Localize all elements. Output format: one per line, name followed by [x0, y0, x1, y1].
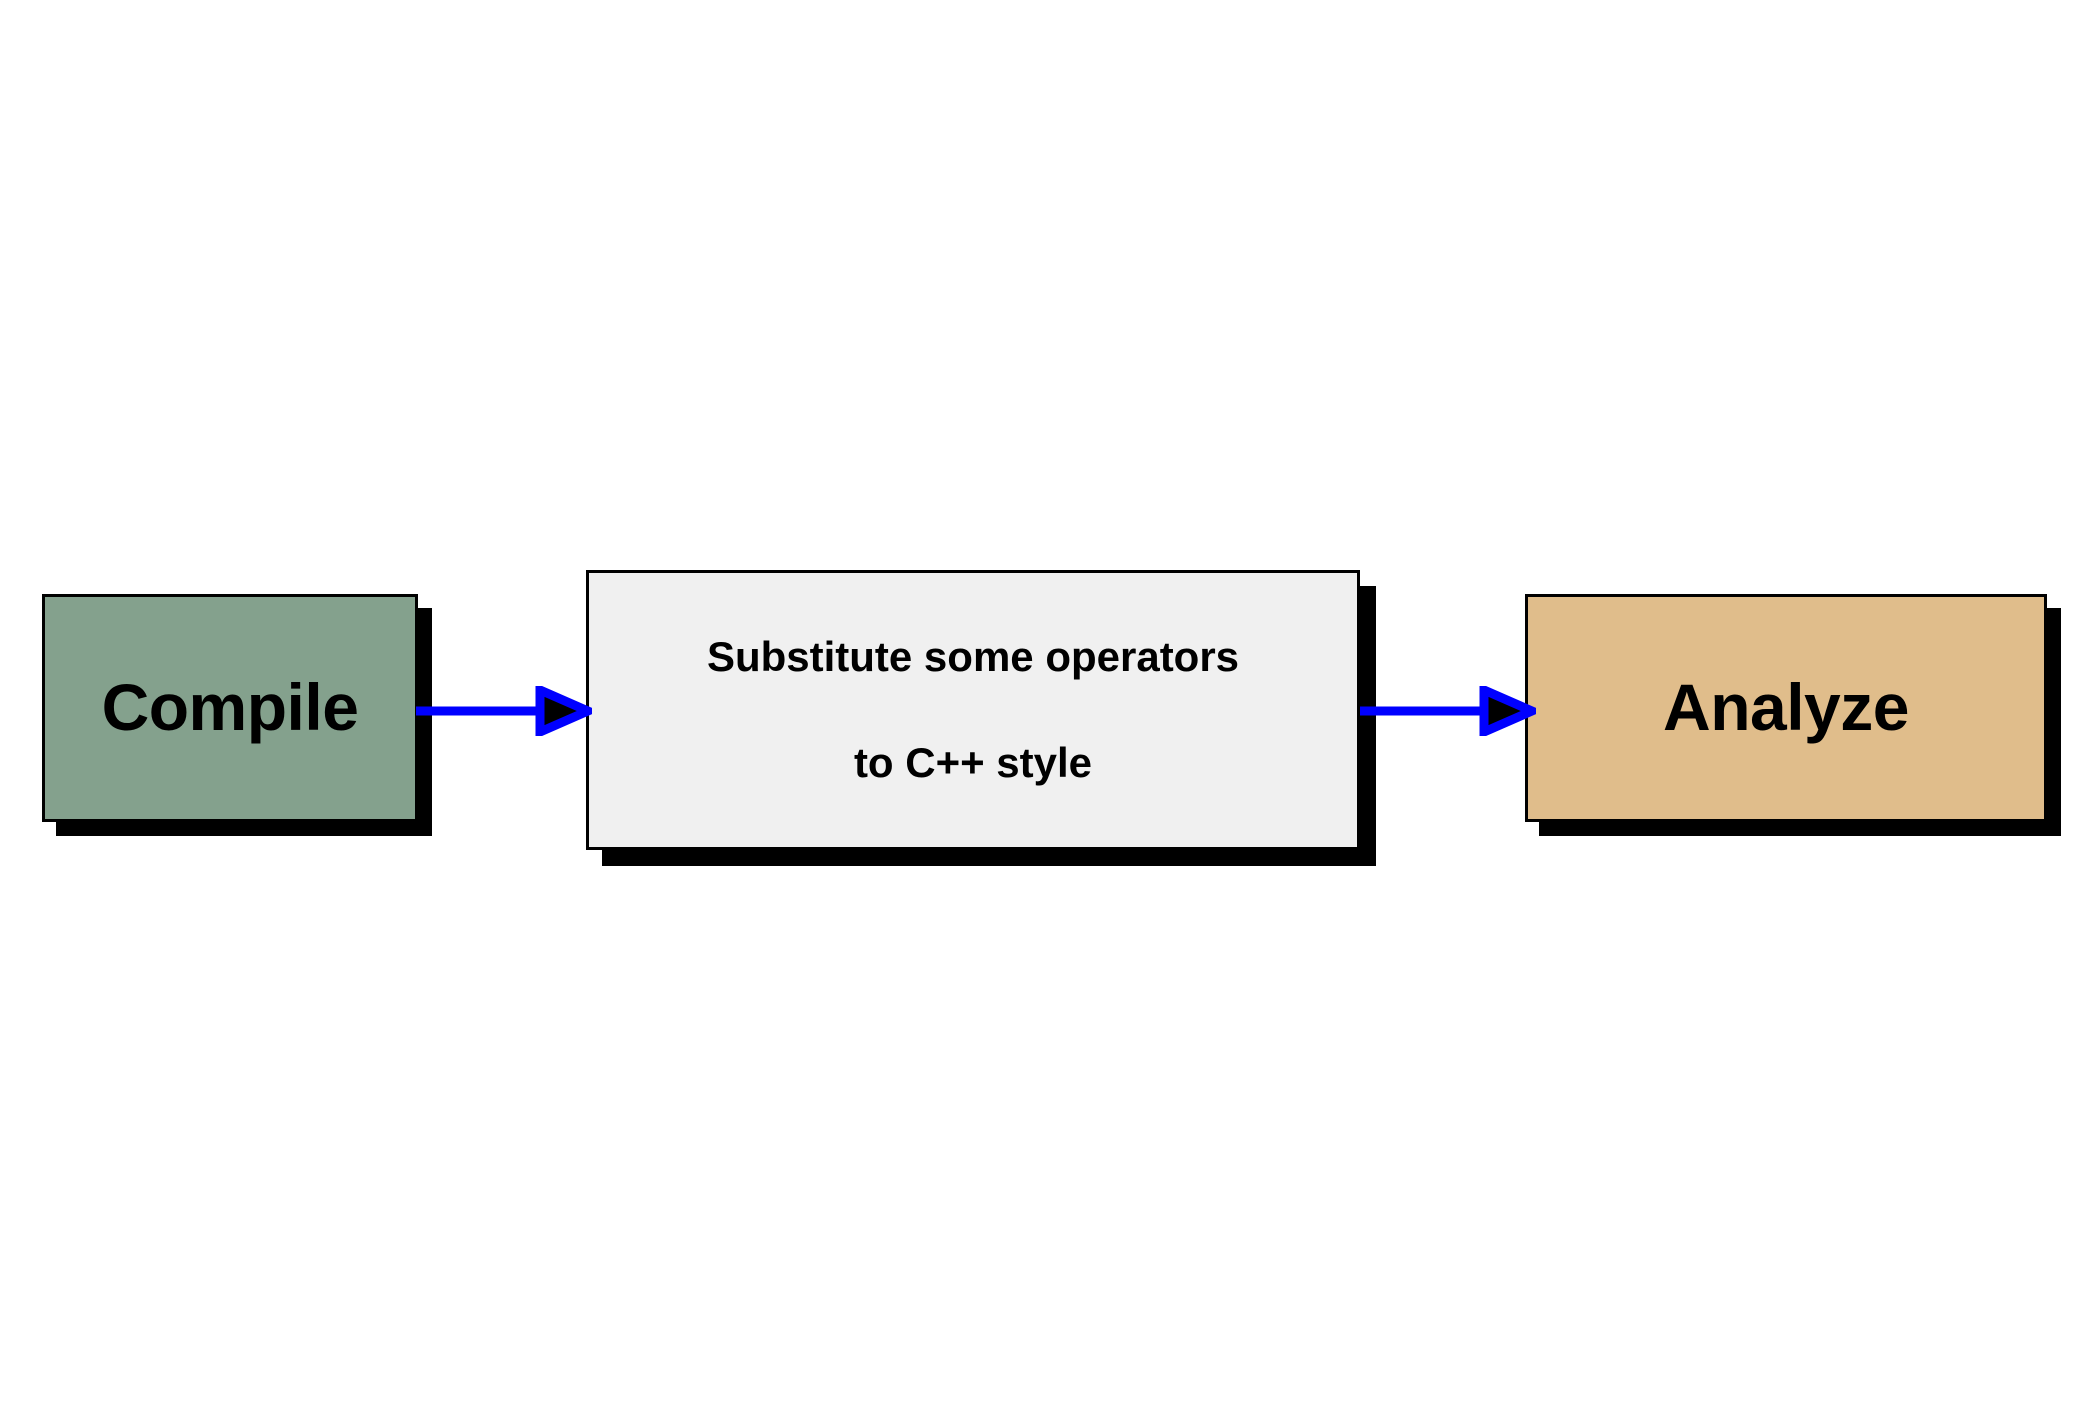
node-compile[interactable]: Compile	[42, 594, 418, 822]
node-substitute[interactable]: Substitute some operators to C++ style	[586, 570, 1360, 850]
arrow-substitute-to-analyze[interactable]	[1360, 683, 1544, 739]
node-compile-label: Compile	[101, 670, 359, 745]
node-analyze[interactable]: Analyze	[1525, 594, 2047, 822]
node-analyze-label: Analyze	[1663, 670, 1909, 745]
node-substitute-label-line2: to C++ style	[853, 739, 1093, 786]
node-substitute-label-line1: Substitute some operators	[706, 632, 1240, 680]
arrow-compile-to-substitute[interactable]	[416, 683, 600, 739]
